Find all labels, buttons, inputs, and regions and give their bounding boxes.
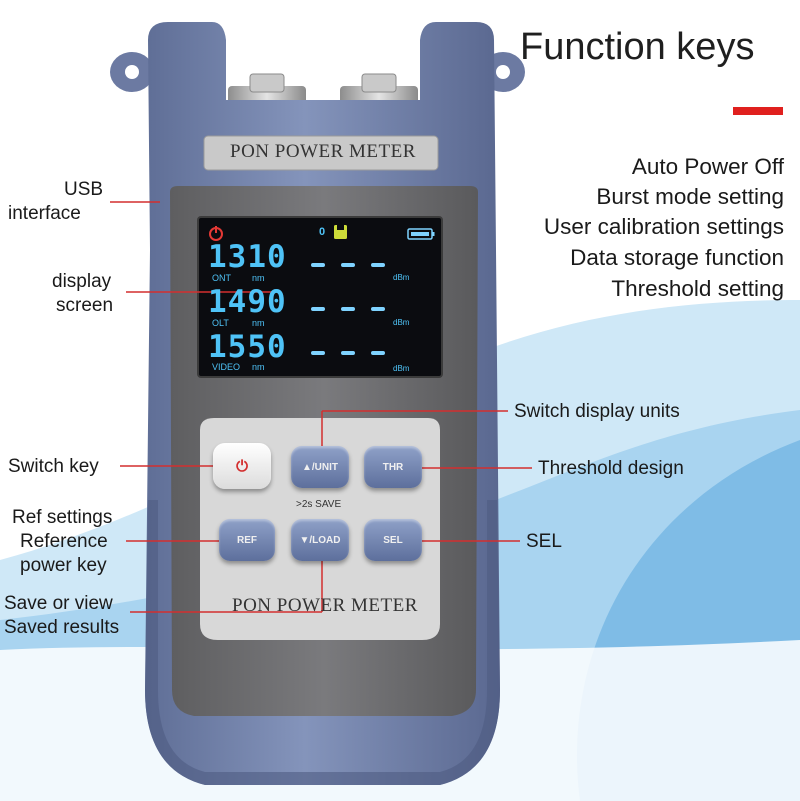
feature-burst-mode: Burst mode setting	[596, 184, 784, 209]
callout-ref-line2: Reference	[20, 531, 108, 552]
unit-key[interactable]: ▲/UNIT	[291, 446, 349, 488]
power-key[interactable]: ⏻	[213, 443, 271, 489]
screen-row1-wavelength: 1310	[208, 239, 287, 275]
load-key[interactable]: ▼/LOAD	[291, 519, 349, 561]
screen-row3-unit-small: nm	[252, 362, 265, 372]
feature-data-storage: Data storage function	[570, 245, 784, 270]
threshold-key[interactable]: THR	[364, 446, 422, 488]
device-top-label: PON POWER METER	[230, 141, 416, 162]
screen-row2-unit: dBm	[393, 318, 410, 327]
callout-sel: SEL	[526, 531, 562, 552]
feature-user-calibration: User calibration settings	[543, 214, 784, 239]
feature-threshold: Threshold setting	[611, 276, 784, 301]
screen-row3-name: VIDEO	[212, 362, 241, 372]
callout-save-line2: Saved results	[4, 617, 120, 638]
callout-display-line2: screen	[56, 295, 114, 316]
callout-switch-units: Switch display units	[514, 401, 680, 422]
headline-title: Function keys	[520, 26, 755, 68]
feature-auto-power-off: Auto Power Off	[631, 154, 784, 179]
callout-switch-key: Switch key	[8, 456, 99, 477]
screen-row2-wavelength: 1490	[208, 284, 287, 320]
callout-save-line1: Save or view	[4, 593, 113, 614]
callout-display-line1: display	[52, 271, 112, 292]
screen-row1-unit-small: nm	[252, 273, 265, 283]
callout-ref-line1: Ref settings	[12, 507, 113, 528]
screen-row2-unit-small: nm	[252, 318, 265, 328]
screen-row3-wavelength: 1550	[208, 329, 287, 365]
ref-key[interactable]: REF	[219, 519, 275, 561]
device-bottom-label: PON POWER METER	[232, 595, 418, 616]
callout-ref-line3: power key	[20, 555, 107, 576]
screen-row2-name: OLT	[212, 318, 229, 328]
screen-indicator-digit: 0	[319, 226, 326, 238]
callout-usb-line2: interface	[8, 203, 81, 224]
sel-key[interactable]: SEL	[364, 519, 422, 561]
screen-row3-unit: dBm	[393, 364, 410, 373]
screen-row1-name: ONT	[212, 273, 231, 283]
screen-row1-unit: dBm	[393, 273, 410, 282]
save-hint-label: >2s SAVE	[296, 499, 342, 510]
power-icon: ⏻	[236, 457, 248, 475]
callout-usb-line1: USB	[64, 179, 104, 200]
headline-accent-bar	[733, 107, 783, 115]
callout-threshold-design: Threshold design	[538, 458, 684, 479]
